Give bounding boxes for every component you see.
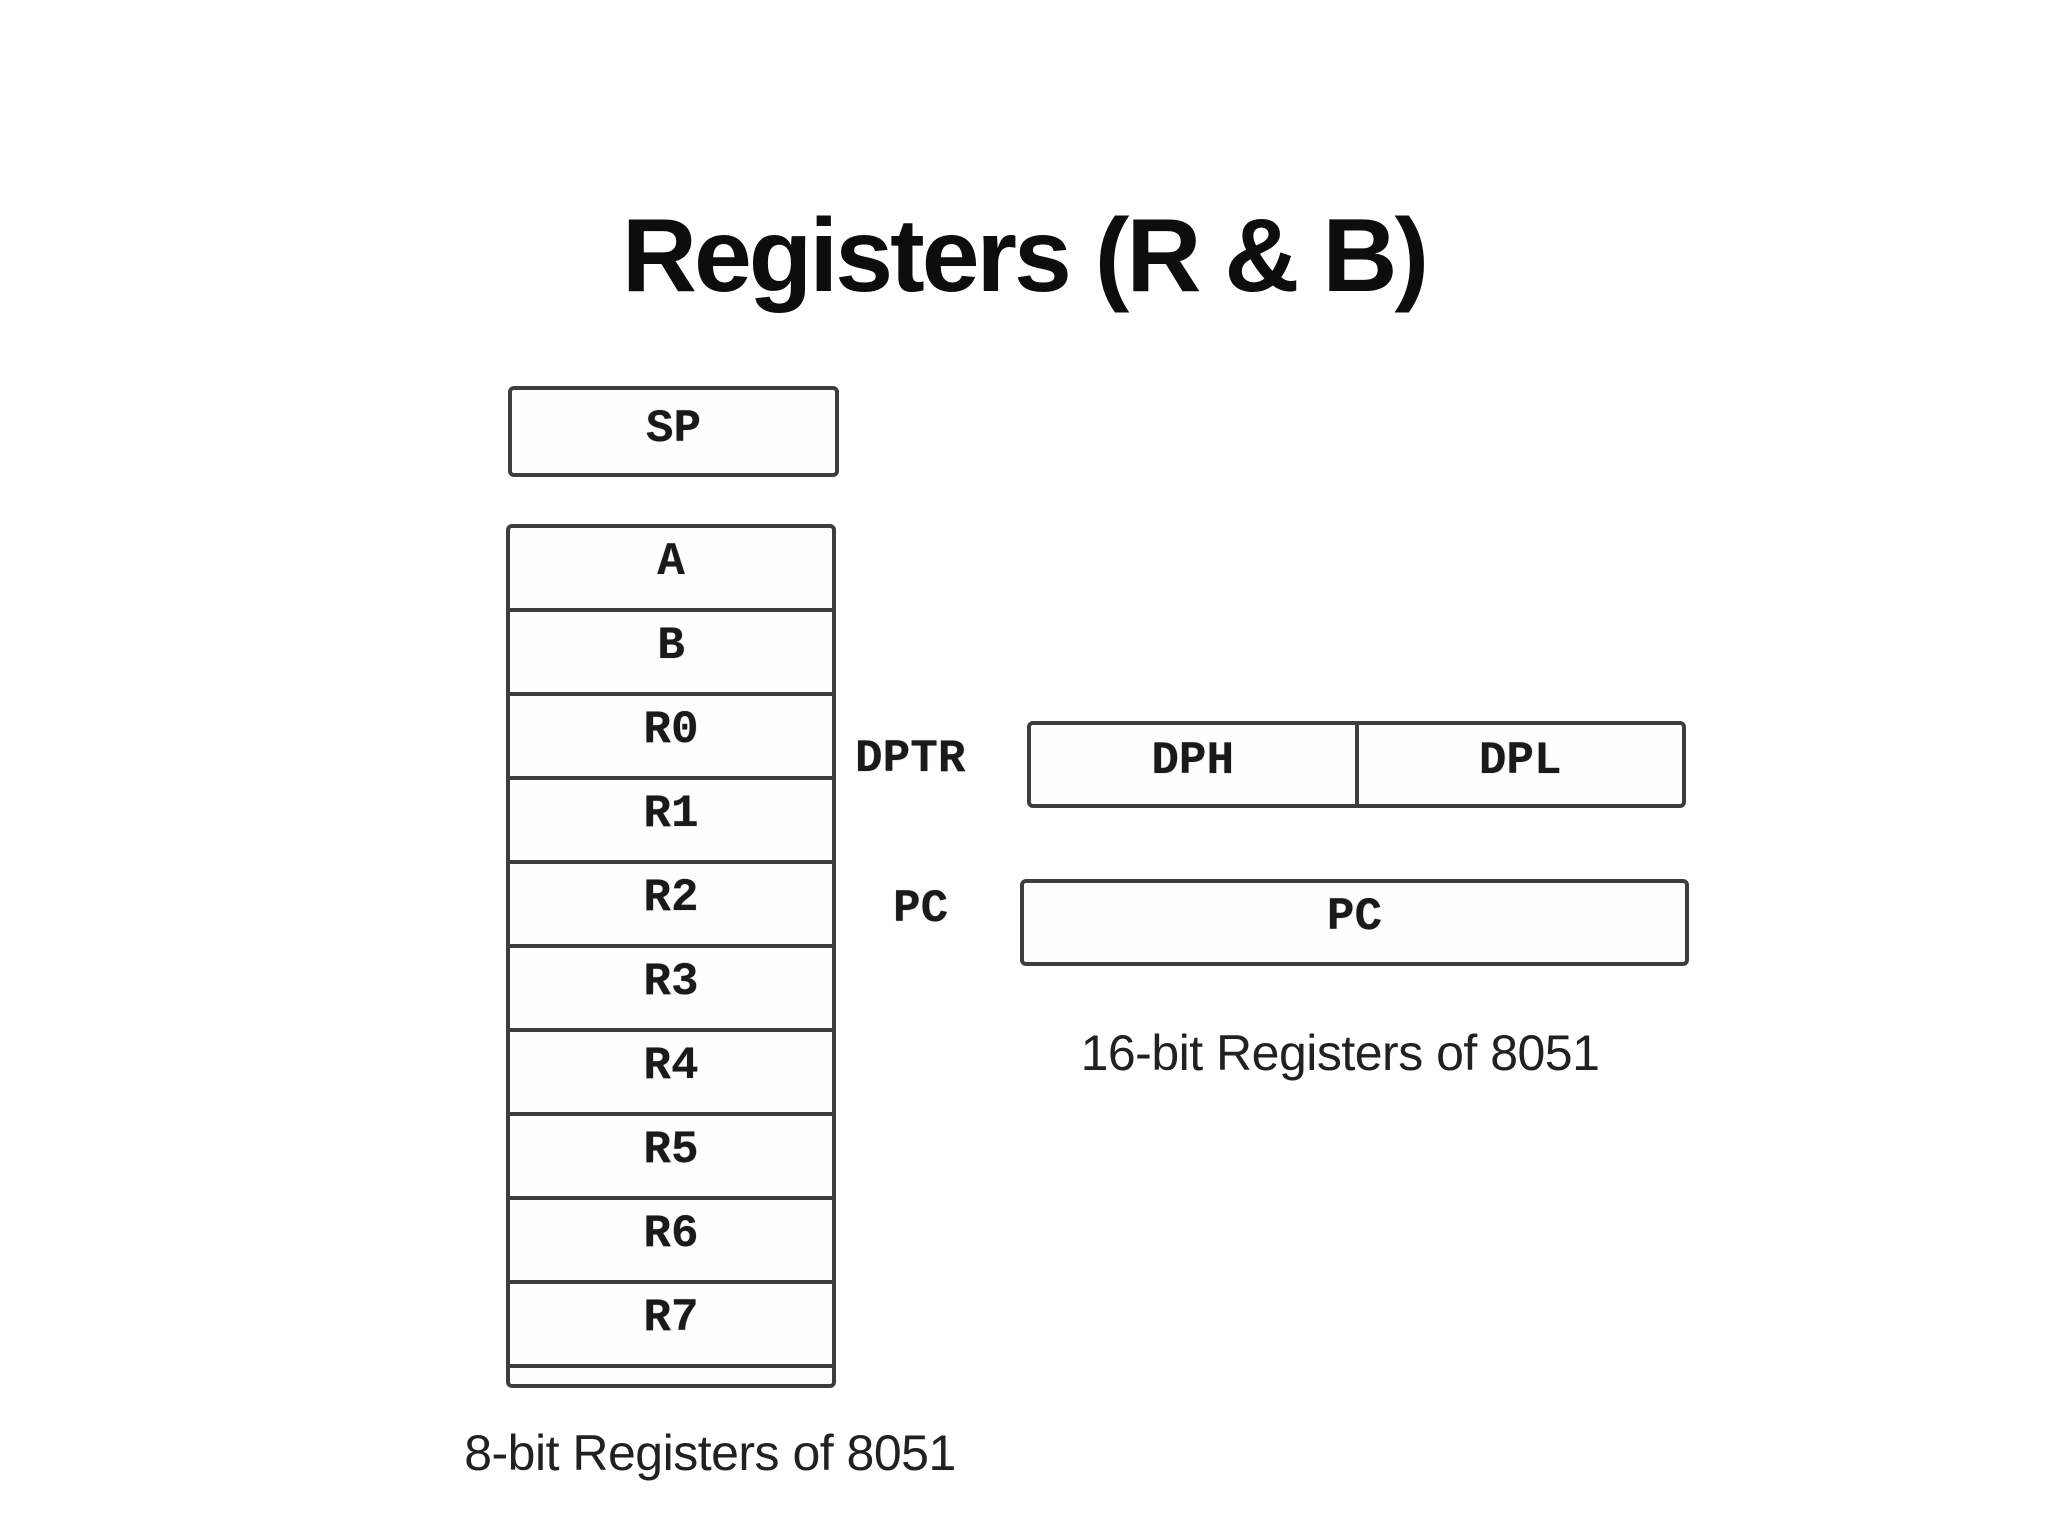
register-row-b: B (510, 612, 832, 696)
sp-register-box: SP (508, 386, 839, 477)
caption-16bit-registers: 16-bit Registers of 8051 (1080, 1025, 1600, 1081)
dph-register-cell: DPH (1031, 725, 1355, 804)
register-row-label: R7 (643, 1292, 699, 1344)
register-row-r6: R6 (510, 1200, 832, 1284)
register-row-r1: R1 (510, 780, 832, 864)
register-row-a: A (510, 528, 832, 612)
register-row-r2: R2 (510, 864, 832, 948)
dptr-register-box: DPH DPL (1027, 721, 1686, 808)
register-row-label: R4 (643, 1040, 699, 1092)
register-row-label: R3 (643, 956, 699, 1008)
dpl-register-label: DPL (1478, 734, 1562, 787)
register-row-label: R1 (643, 788, 699, 840)
register-row-r5: R5 (510, 1116, 832, 1200)
register-row-r7: R7 (510, 1284, 832, 1368)
pc-register-label: PC (1326, 890, 1383, 943)
dph-register-label: DPH (1151, 734, 1235, 787)
register-row-r3: R3 (510, 948, 832, 1032)
sp-register-label: SP (645, 402, 702, 455)
dptr-pointer-label: DPTR (855, 733, 966, 785)
pc-pointer-label: PC (893, 883, 949, 935)
caption-8bit-registers: 8-bit Registers of 8051 (464, 1425, 956, 1481)
dpl-register-cell: DPL (1354, 725, 1683, 804)
register-row-label: R6 (643, 1208, 699, 1260)
pc-register-box: PC (1020, 879, 1689, 966)
register-row-label: R2 (643, 872, 699, 924)
register-row-label: R0 (643, 704, 699, 756)
page-title: Registers (R & B) (621, 197, 1429, 314)
register-row-label: A (657, 536, 685, 588)
register-row-label: B (657, 620, 685, 672)
register-row-r4: R4 (510, 1032, 832, 1116)
register-row-label: R5 (643, 1124, 699, 1176)
register-row-r0: R0 (510, 696, 832, 780)
